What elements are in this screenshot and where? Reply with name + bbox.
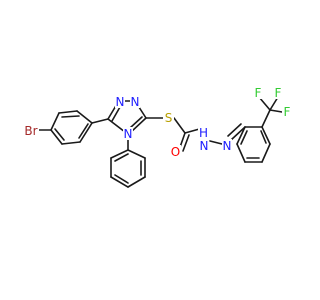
atom-f-top-left: F — [253, 86, 263, 100]
atom-nh-hydrazide-h: H — [198, 126, 209, 140]
svg-text:F: F — [284, 105, 291, 119]
n-phenyl-ring — [110, 138, 146, 188]
svg-text:O: O — [171, 145, 180, 159]
atom-f-top-right: F — [273, 86, 283, 100]
svg-text:Br: Br — [24, 124, 37, 138]
svg-text:F: F — [255, 86, 262, 100]
svg-text:N: N — [124, 127, 133, 141]
svg-text:F: F — [275, 86, 282, 100]
atom-n-imine: N — [222, 139, 232, 153]
trifluoromethyl-group — [258, 96, 283, 128]
atom-n-ring-phenyl: N — [123, 127, 133, 141]
atom-br: Br — [23, 124, 39, 138]
trifluoromethylphenyl-ring — [236, 126, 271, 163]
structure-diagram: Br N N N S O H N N F F F — [23, 86, 292, 188]
svg-text:H: H — [199, 126, 208, 140]
svg-text:S: S — [165, 111, 173, 125]
svg-text:N: N — [131, 95, 140, 109]
molecule-canvas: Br N N N S O H N N F F F — [23, 86, 292, 188]
svg-text:N: N — [223, 139, 232, 153]
svg-text:N: N — [200, 139, 209, 153]
svg-text:N: N — [116, 95, 125, 109]
atom-n-ring-top-right: N — [130, 95, 140, 109]
atom-s-thioether: S — [163, 111, 174, 125]
atom-n-hydrazide: N — [199, 139, 209, 153]
atom-o-carbonyl: O — [170, 145, 181, 159]
atom-n-ring-top-left: N — [115, 95, 125, 109]
atom-f-right: F — [282, 105, 292, 119]
aryl-triazole-bond — [91, 118, 109, 124]
bromophenyl-ring — [50, 110, 93, 145]
